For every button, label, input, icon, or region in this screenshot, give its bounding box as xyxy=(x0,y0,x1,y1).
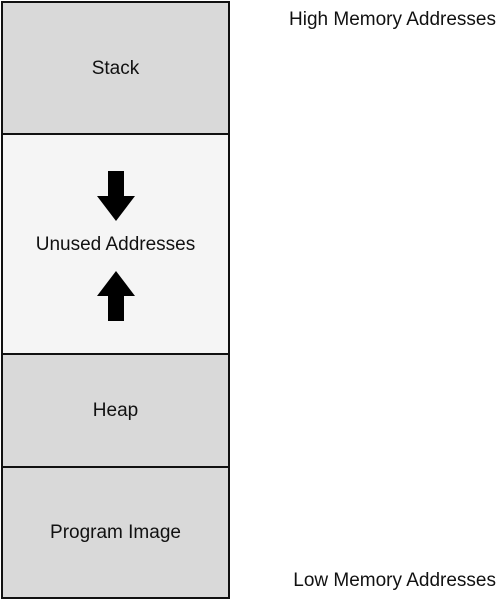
program-image-label: Program Image xyxy=(50,522,181,543)
stack-divider xyxy=(3,133,228,135)
unused-addresses-segment: Unused Addresses xyxy=(3,135,228,353)
heap-label: Heap xyxy=(92,400,139,421)
memory-layout-column: Stack Unused Addresses Heap Program Imag… xyxy=(1,1,230,599)
program-image-segment: Program Image xyxy=(3,468,228,597)
arrow-down-icon xyxy=(96,171,135,221)
unused-divider xyxy=(3,353,228,355)
stack-label: Stack xyxy=(91,57,140,79)
heap-segment: Heap xyxy=(3,355,228,466)
stack-segment: Stack xyxy=(3,3,228,133)
arrow-up-icon xyxy=(96,271,135,321)
low-memory-addresses-label: Low Memory Addresses xyxy=(293,570,496,591)
high-memory-addresses-label: High Memory Addresses xyxy=(289,9,496,30)
heap-divider xyxy=(3,466,228,468)
unused-addresses-label: Unused Addresses xyxy=(35,233,196,255)
